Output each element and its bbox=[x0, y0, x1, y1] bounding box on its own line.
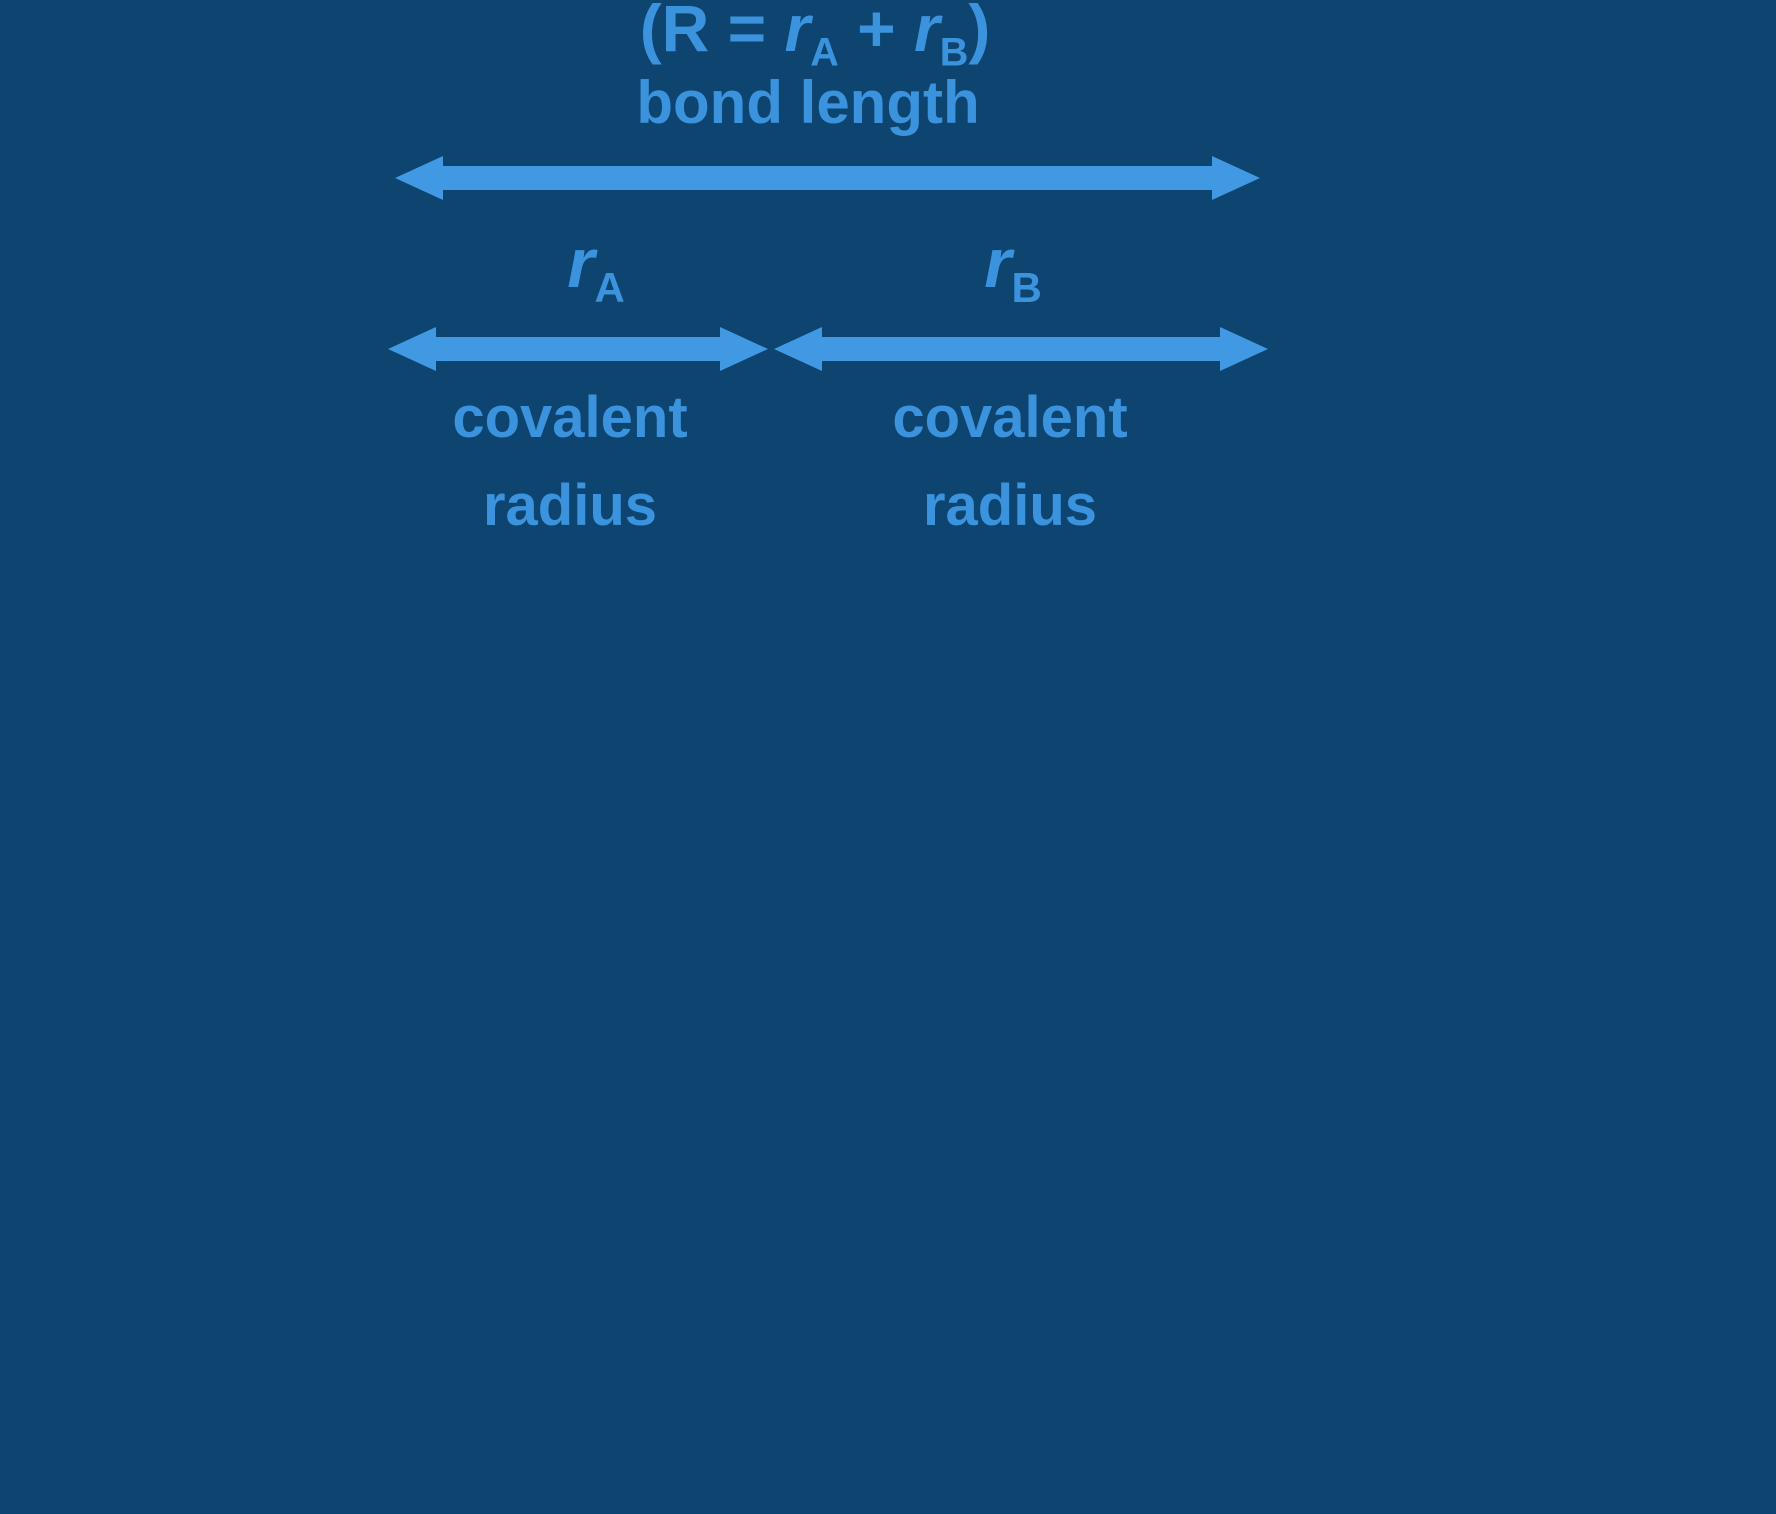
formula-prefix: (R = bbox=[639, 0, 785, 65]
bond-length-formula: (R = rA + rB) bbox=[640, 0, 991, 75]
bond-length-label: bond length bbox=[636, 69, 980, 136]
radius-a-sub: A bbox=[594, 264, 625, 312]
formula-operator: + bbox=[838, 0, 915, 65]
formula-suffix: ) bbox=[968, 0, 991, 65]
covalent-a-line2: radius bbox=[482, 473, 658, 539]
arrow-head-left-icon bbox=[388, 327, 436, 371]
arrow-head-left-icon bbox=[774, 327, 822, 371]
covalent-radius-b-arrow bbox=[774, 327, 1268, 371]
arrow-head-right-icon bbox=[1220, 327, 1268, 371]
arrow-shaft bbox=[439, 166, 1216, 190]
arrow-shaft bbox=[432, 337, 724, 361]
radius-b-sub: B bbox=[1011, 264, 1042, 312]
formula-sub-b: B bbox=[939, 30, 969, 75]
covalent-b-line1: covalent bbox=[892, 385, 1128, 450]
arrow-head-left-icon bbox=[395, 156, 443, 200]
formula-sub-a: A bbox=[810, 30, 839, 75]
radius-a-label: rA bbox=[567, 228, 625, 309]
covalent-b-line2: radius bbox=[922, 473, 1098, 539]
covalent-radius-b-label: covalent radius bbox=[892, 374, 1127, 550]
radius-a-var: r bbox=[567, 224, 595, 302]
covalent-radius-a-label: covalent radius bbox=[452, 374, 687, 550]
arrow-head-right-icon bbox=[1212, 156, 1260, 200]
arrow-head-right-icon bbox=[720, 327, 768, 371]
covalent-radius-a-arrow bbox=[388, 327, 768, 371]
radius-b-label: rB bbox=[984, 228, 1042, 309]
arrow-shaft bbox=[818, 337, 1224, 361]
formula-var-a: r bbox=[784, 0, 811, 65]
formula-var-b: r bbox=[914, 0, 940, 65]
radius-b-var: r bbox=[984, 224, 1012, 302]
bond-length-arrow bbox=[395, 156, 1260, 200]
covalent-a-line1: covalent bbox=[452, 385, 688, 450]
